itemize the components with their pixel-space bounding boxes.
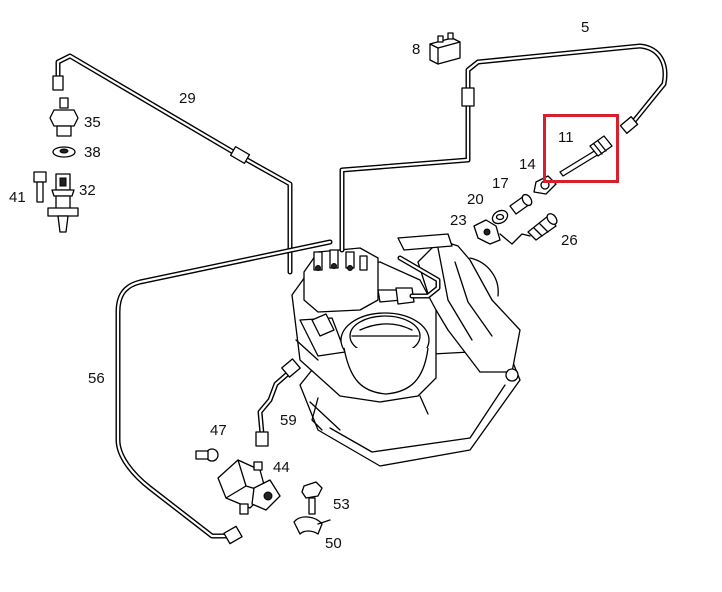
part-35-fitting [49,97,79,137]
part-20-ring [491,209,509,225]
callout-20: 20 [467,191,484,208]
callout-11: 11 [558,129,574,146]
fuel-line-56 [115,239,333,545]
callout-32: 32 [79,182,96,199]
callout-5: 5 [581,19,590,36]
callout-35: 35 [84,114,101,131]
callout-8: 8 [412,41,421,58]
fuel-line-59 [255,358,301,447]
callout-26: 26 [561,232,578,249]
callout-53: 53 [333,496,350,513]
callout-17: 17 [492,175,509,192]
callout-29: 29 [179,90,196,107]
part-47-bolt [195,448,219,462]
connector-line-23-26 [499,233,531,245]
part-32-valve [47,173,79,233]
part-41-bolt [33,171,47,203]
part-50-clamp [293,516,331,535]
part-11-injector [559,135,613,177]
callout-47: 47 [210,422,227,439]
callout-44: 44 [273,459,290,476]
callout-50: 50 [325,535,342,552]
callout-59: 59 [280,412,297,429]
fuel-line-29 [52,53,293,275]
callout-14: 14 [519,156,536,173]
fuel-line-right [397,255,441,299]
callout-56: 56 [88,370,105,387]
fuel-line-5 [339,43,668,253]
callout-38: 38 [84,144,101,161]
callout-23: 23 [450,212,467,229]
part-26-insert [527,213,558,241]
intake-manifold-assembly [291,233,521,467]
part-38-washer [52,146,76,158]
highlight-box-part-11 [543,114,619,183]
part-23-clamp [473,219,501,245]
part-53-bolt [301,481,323,515]
part-17-sleeve [509,193,533,215]
callout-41: 41 [9,189,26,206]
part-44-pressure-regulator [217,459,281,515]
part-8-connector [429,32,461,65]
